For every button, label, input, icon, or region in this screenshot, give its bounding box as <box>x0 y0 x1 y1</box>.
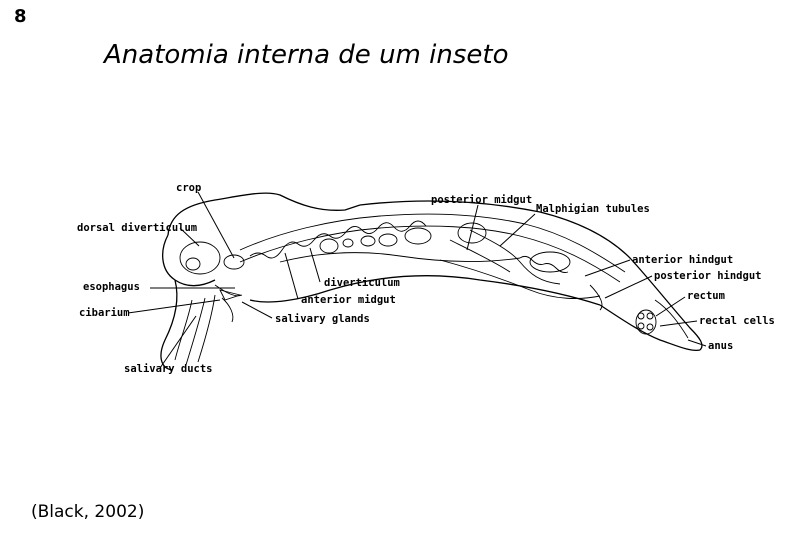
label-posterior-midgut: posterior midgut <box>431 194 532 206</box>
label-anus: anus <box>708 340 733 352</box>
label-cibarium: cibarium <box>79 307 130 319</box>
citation: (Black, 2002) <box>31 502 144 522</box>
label-salivary-ducts: salivary ducts <box>124 363 213 375</box>
label-dorsal-diverticulum: dorsal diverticulum <box>77 222 197 234</box>
label-anterior-hindgut: anterior hindgut <box>632 254 733 266</box>
label-rectal-cells: rectal cells <box>699 315 775 327</box>
gut-tube <box>240 214 625 298</box>
label-rectum: rectum <box>687 290 725 302</box>
label-anterior-midgut: anterior midgut <box>301 294 396 306</box>
label-malphigian-tubules: Malphigian tubules <box>536 203 650 215</box>
label-diverticulum: diverticulum <box>324 277 400 289</box>
label-salivary-glands: salivary glands <box>275 313 370 325</box>
insect-body-outline <box>161 193 702 370</box>
label-crop: crop <box>176 182 201 194</box>
label-posterior-hindgut: posterior hindgut <box>654 270 761 282</box>
organ-shapes <box>180 223 688 338</box>
label-esophagus: esophagus <box>83 281 140 293</box>
